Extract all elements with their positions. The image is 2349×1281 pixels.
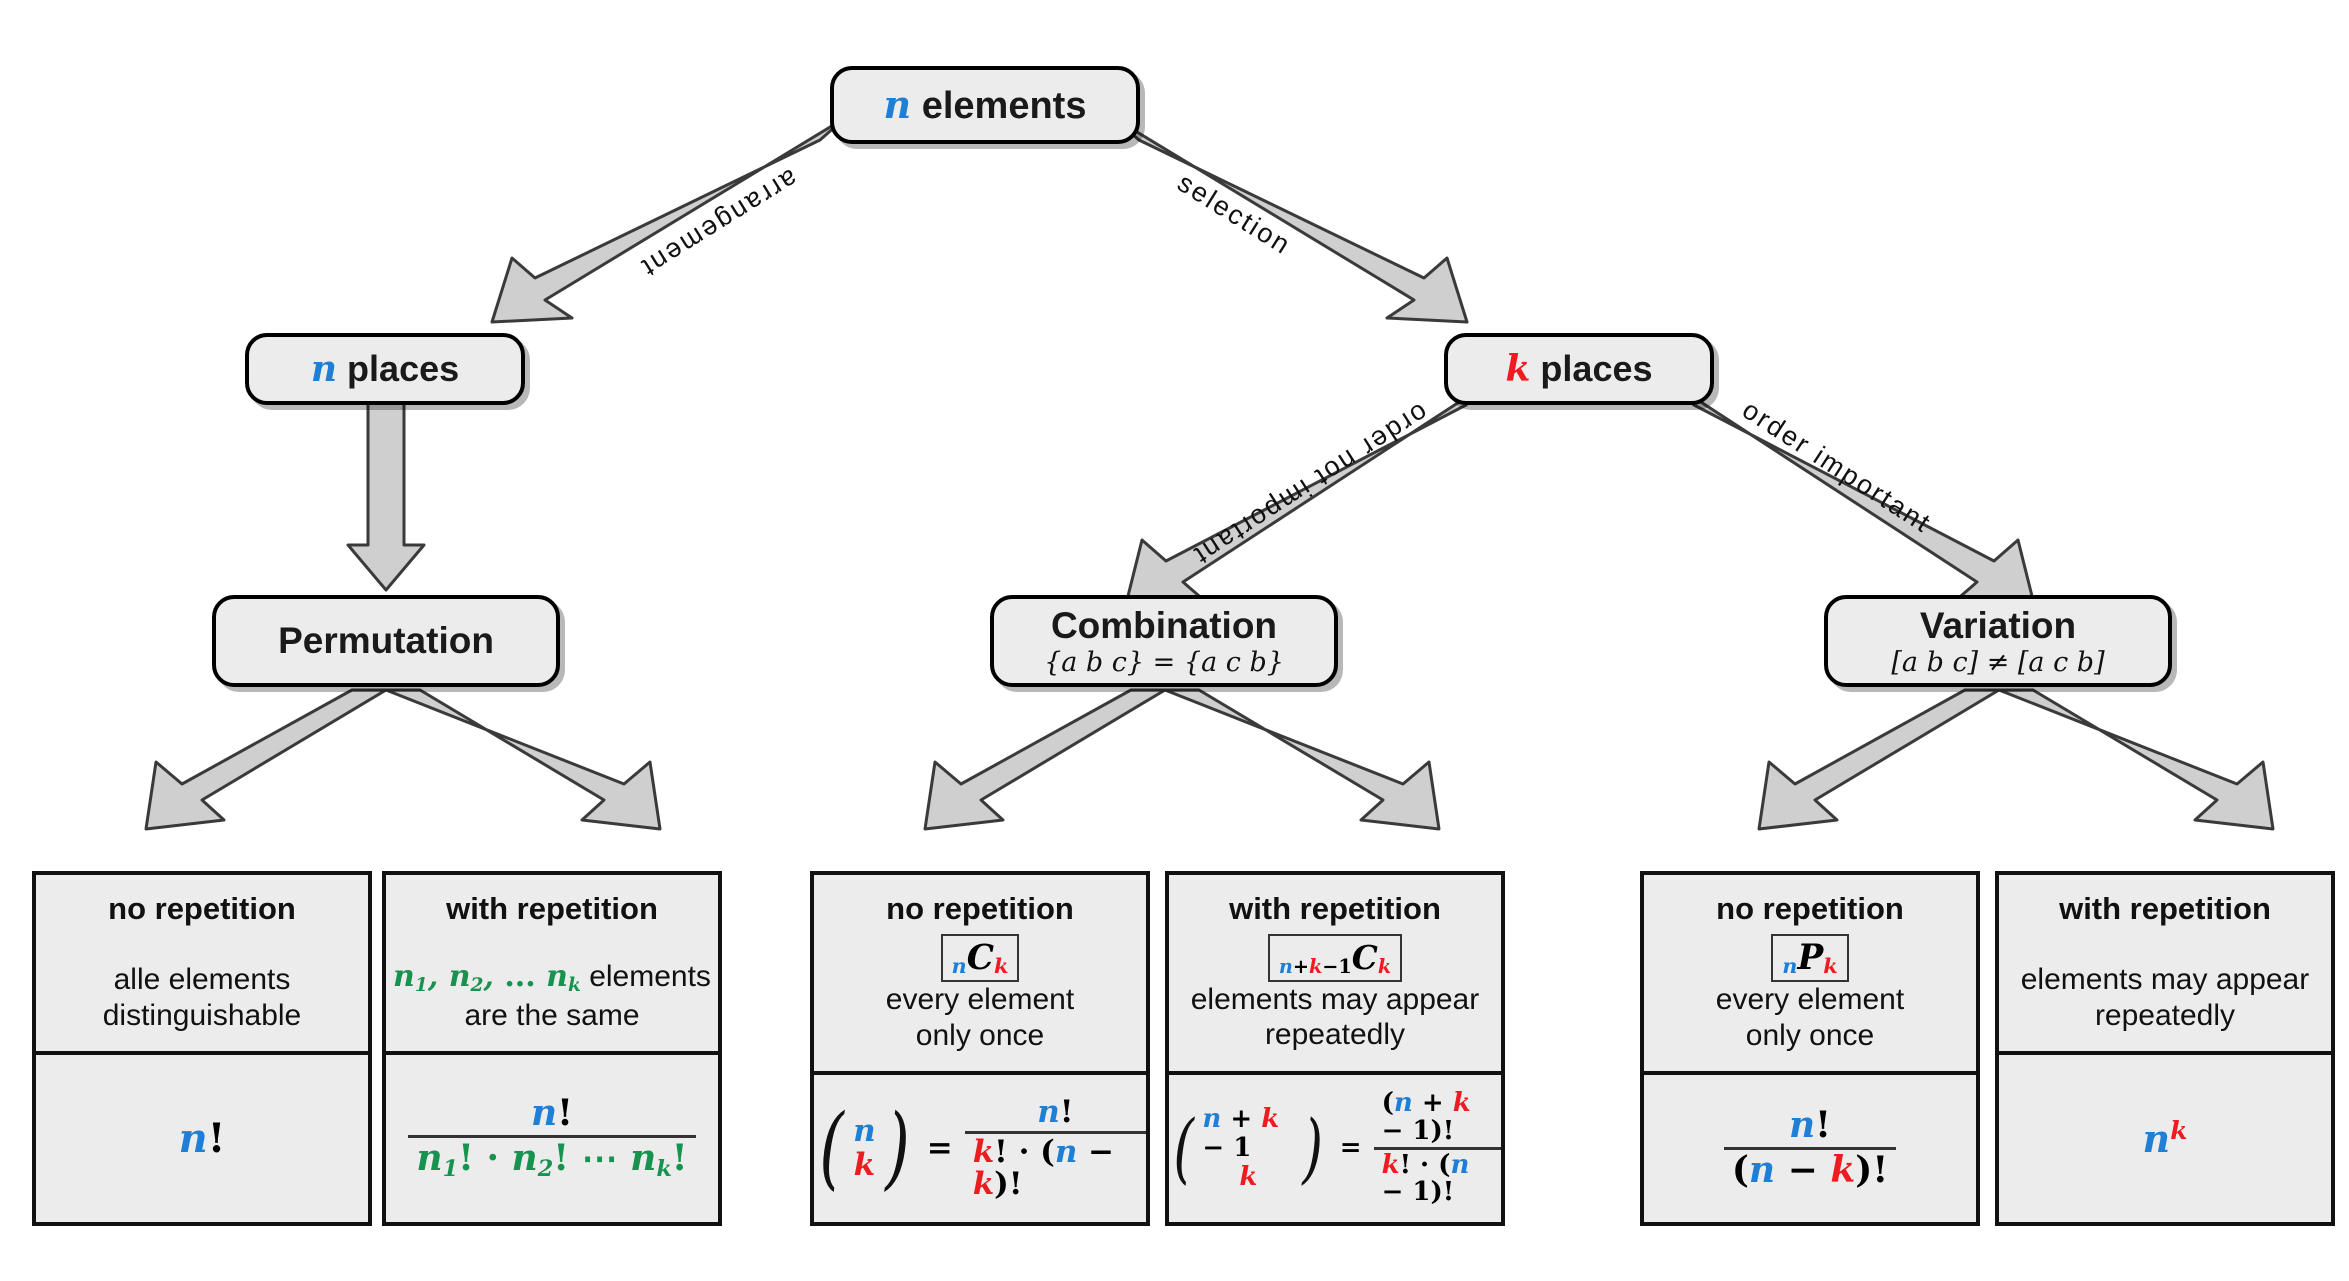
leaf-formula-cell: n! n1! · n2! ⋯ nk! [386, 1055, 718, 1222]
leaf-header: no repetition [1716, 891, 1904, 926]
leaf-formula-cell: n! [36, 1055, 368, 1222]
var-n: n [883, 82, 912, 127]
leaf-header: no repetition [886, 891, 1074, 926]
notation-nPk: nPk [1771, 934, 1849, 983]
node-permutation[interactable]: Permutation [212, 595, 560, 687]
node-n-places-label: n places [311, 348, 459, 390]
edge-combination-withrep-arrow [1163, 688, 1441, 831]
edge-selection-arrow [1112, 116, 1469, 324]
node-n-places[interactable]: n places [245, 333, 525, 405]
formula-perm-repetition: n! n1! · n2! ⋯ nk! [408, 1094, 696, 1181]
leaf-formula-cell: nk [1999, 1055, 2331, 1222]
edge-permutation-norep-arrow [144, 688, 388, 831]
var-k: k [1505, 348, 1531, 390]
node-combination[interactable]: Combination {a b c} = {a c b} [990, 595, 1338, 687]
formula-variation-norep: n! (n − k)! [1723, 1106, 1897, 1190]
edge-permutation-withrep-arrow [384, 688, 662, 831]
node-k-places-label: k places [1505, 348, 1652, 390]
notation-nCk: nCk [940, 934, 1020, 983]
edge-variation-norep-arrow [1757, 688, 2001, 831]
node-combination-title: Combination [1050, 604, 1278, 646]
node-variation-title: Variation [1919, 604, 2077, 646]
leaf-top-cell: with repetition n+k−1Ck elements may app… [1169, 875, 1501, 1075]
node-variation[interactable]: Variation [a b c] ≠ [a c b] [1824, 595, 2172, 687]
node-n-places-text: places [337, 348, 460, 389]
edge-combination-norep-arrow [923, 688, 1167, 831]
node-n-elements-label: n elements [884, 82, 1087, 128]
edge-variation-withrep-arrow [1997, 688, 2275, 831]
leaf-header: with repetition [1229, 891, 1441, 926]
node-k-places-text: places [1530, 348, 1653, 389]
node-variation-subtitle: [a b c] ≠ [a c b] [1891, 646, 2105, 678]
leaf-header: no repetition [108, 891, 296, 926]
node-combination-subtitle: {a b c} = {a c b} [1044, 646, 1284, 678]
leaf-formula-cell: n! (n − k)! [1644, 1075, 1976, 1222]
var-n: n [310, 348, 338, 390]
formula-n-power-k: nk [2142, 1115, 2188, 1162]
notation-n-plus-k-minus-1-C-k: n+k−1Ck [1267, 934, 1403, 982]
node-permutation-title: Permutation [278, 620, 494, 661]
leaf-header: with repetition [2059, 891, 2271, 926]
edge-nplaces-permutation-arrow [346, 398, 426, 592]
leaf-header: with repetition [446, 891, 658, 926]
leaf-combination-with-repetition[interactable]: with repetition n+k−1Ck elements may app… [1165, 871, 1505, 1226]
node-n-elements[interactable]: n elements [830, 66, 1140, 144]
node-n-elements-text: elements [911, 85, 1087, 127]
node-k-places[interactable]: k places [1444, 333, 1714, 405]
edge-arrangement-arrow [490, 116, 847, 324]
formula-n-factorial: n! [178, 1115, 226, 1162]
